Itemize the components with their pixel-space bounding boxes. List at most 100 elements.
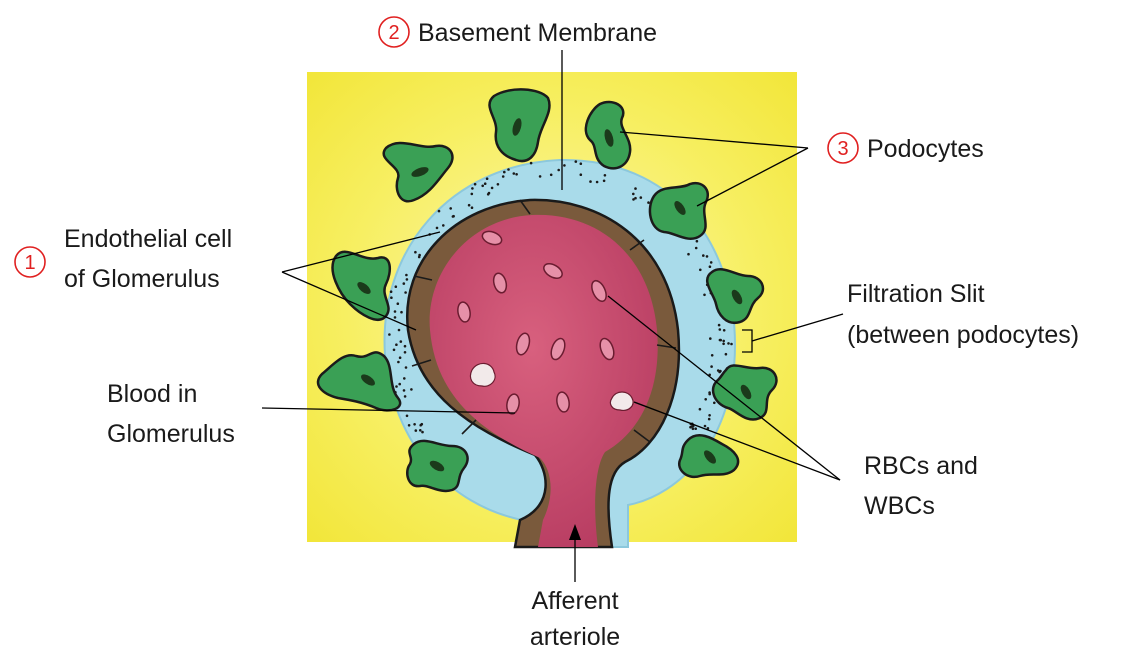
membrane-dot [563,164,566,167]
membrane-dot [710,261,713,264]
membrane-dot [404,345,407,348]
membrane-dot [718,371,721,374]
membrane-dot [503,171,506,174]
label-endothelial-line1: Endothelial cell [64,225,232,253]
membrane-dot [468,204,471,207]
membrane-dot [513,172,516,175]
membrane-dot [596,181,599,184]
membrane-dot [419,429,422,432]
badge-number: 3 [837,138,848,160]
membrane-dot [400,340,403,343]
membrane-dot [730,343,733,346]
membrane-dot [580,162,583,165]
membrane-dot [713,402,716,405]
membrane-dot [449,207,452,210]
membrane-dot [408,424,411,427]
membrane-dot [687,253,690,256]
number-badge-basement-membrane: 2 [379,17,409,47]
membrane-dot [395,385,398,388]
membrane-dot [491,187,494,190]
membrane-dot [471,193,474,196]
membrane-dot [575,160,578,163]
label-afferent-line1: Afferent [531,587,618,615]
membrane-dot [704,398,707,401]
membrane-dot [452,215,455,218]
podocyte [650,183,708,239]
membrane-dot [395,285,398,288]
membrane-dot [481,185,484,188]
membrane-dot [502,175,505,178]
membrane-dot [723,329,726,332]
membrane-dot [474,183,477,186]
membrane-dot [394,316,397,319]
membrane-dot [397,361,400,364]
label-basement-membrane: Basement Membrane [418,19,657,47]
label-endothelial-line2: of Glomerulus [64,265,220,293]
membrane-dot [400,311,403,314]
membrane-dot [399,356,402,359]
membrane-dot [404,291,407,294]
membrane-dot [390,296,393,299]
label-filtration-slit-line2: (between podocytes) [847,321,1079,349]
label-podocytes: Podocytes [867,135,984,163]
membrane-dot [497,183,500,186]
membrane-dot [719,339,722,342]
membrane-dot [589,180,592,183]
number-badge-endothelial: 1 [15,247,45,277]
membrane-dot [632,193,635,196]
membrane-dot [530,162,533,165]
membrane-dot [708,414,711,417]
membrane-dot [442,224,445,227]
membrane-dot [404,395,407,398]
membrane-dot [634,197,637,200]
membrane-dot [704,425,707,428]
membrane-dot [710,365,713,368]
membrane-dot [438,210,441,213]
membrane-dot [471,187,474,190]
membrane-dot [696,240,699,243]
label-filtration-slit-line1: Filtration Slit [847,280,985,308]
label-afferent-line2: arteriole [530,623,620,651]
membrane-dot [706,255,709,258]
membrane-dot [421,431,424,434]
membrane-dot [406,415,409,418]
membrane-dot [692,428,695,431]
membrane-dot [419,424,422,427]
membrane-dot [418,254,421,257]
membrane-dot [471,206,474,209]
membrane-dot [394,310,397,313]
membrane-dot [403,389,406,392]
membrane-dot [604,174,607,177]
membrane-dot [410,388,413,391]
label-blood-line1: Blood in [107,380,197,408]
membrane-dot [550,174,553,177]
wbc [610,392,633,410]
membrane-dot [515,173,518,176]
membrane-dot [397,302,400,305]
membrane-dot [699,408,702,411]
membrane-dot [415,429,418,432]
membrane-dot [507,168,510,171]
membrane-dot [486,177,489,180]
wbc [470,363,495,386]
membrane-dot [398,329,401,332]
membrane-dot [404,351,407,354]
membrane-dot [689,426,692,429]
membrane-dot [403,282,406,285]
membrane-dot [484,182,487,185]
membrane-dot [719,328,722,331]
membrane-dot [702,254,705,257]
membrane-dot [388,333,391,336]
membrane-dot [603,180,606,183]
badge-number: 2 [388,22,399,44]
number-badge-podocytes: 3 [828,133,858,163]
membrane-dot [709,337,712,340]
membrane-dot [699,269,702,272]
membrane-dot [395,343,398,346]
podocyte [407,441,467,491]
membrane-dot [711,354,714,357]
membrane-dot [414,251,417,254]
badge-number: 1 [24,252,35,274]
membrane-dot [722,340,725,343]
